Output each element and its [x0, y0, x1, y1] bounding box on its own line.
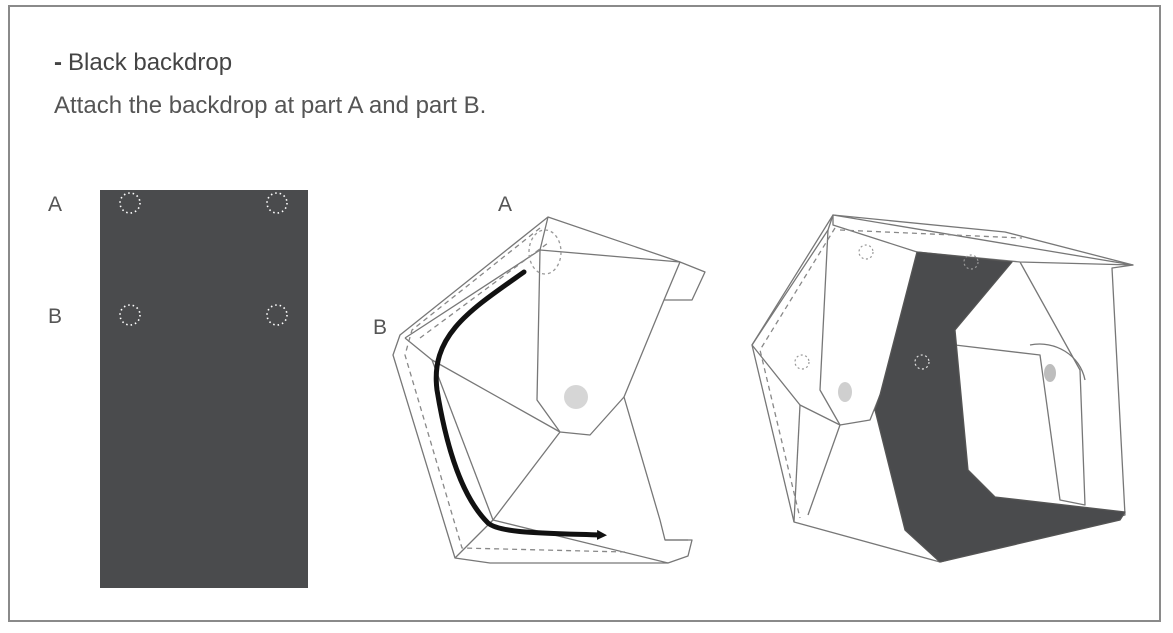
- box-label-b: B: [373, 316, 388, 339]
- section-heading: -Black backdrop: [54, 49, 232, 77]
- backdrop-label-b: B: [48, 305, 63, 328]
- instruction-text: Attach the backdrop at part A and part B…: [54, 92, 487, 119]
- installed-backdrop: [874, 251, 1126, 563]
- attach-point-a-left: [119, 192, 141, 214]
- routing-arrow: [433, 269, 607, 540]
- box-label-a: A: [498, 193, 513, 216]
- attach-point-a-right: [266, 192, 288, 214]
- diagram-frame: [8, 5, 1161, 622]
- attach-point-b-left: [119, 304, 141, 326]
- backdrop-sheet: [100, 190, 308, 588]
- heading-dash: -: [54, 49, 62, 76]
- lightbox-assembled: [751, 214, 1134, 563]
- lightbox-folded: [392, 216, 706, 564]
- attach-point-b-right: [266, 304, 288, 326]
- backdrop-label-a: A: [48, 193, 63, 216]
- heading-text: Black backdrop: [68, 49, 233, 76]
